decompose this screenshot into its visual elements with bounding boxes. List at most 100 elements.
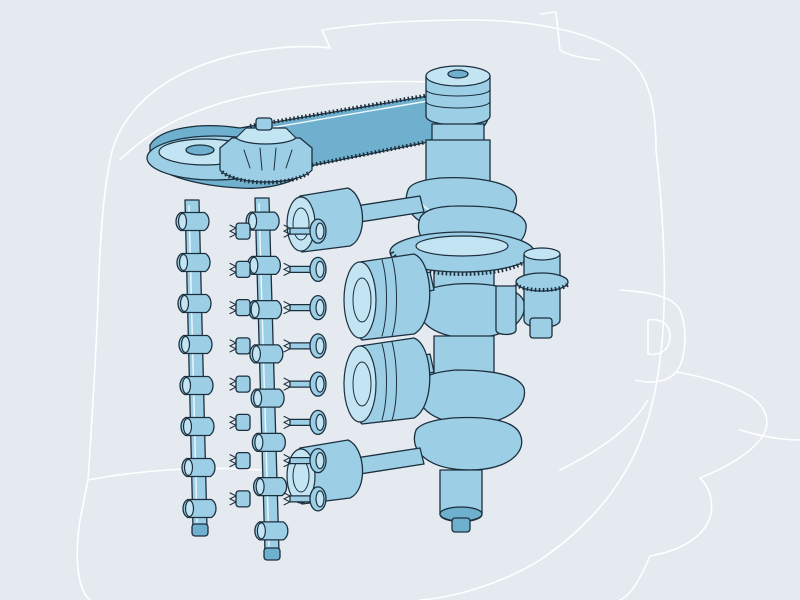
intake-cam-lobe-face (178, 253, 189, 272)
valve-retainer (235, 222, 251, 240)
intake-cam-lobe-face (182, 417, 193, 436)
intake-camshaft (175, 199, 217, 537)
cam-gear-spokes (243, 147, 293, 171)
cam-timing-gear-teeth (220, 170, 312, 185)
valve-spring (282, 339, 292, 353)
auxiliary-shaft-foot (529, 317, 553, 339)
intake-cam-lobe-face (177, 212, 188, 231)
intake-cam-end-journal (191, 523, 209, 537)
valve-stem (289, 265, 313, 274)
valve-spring (282, 415, 292, 429)
crank-counterweight-4 (417, 369, 526, 425)
piston-2-crown-ring (352, 277, 372, 323)
piston-1-crown (286, 196, 316, 252)
cowling-right-side (419, 149, 666, 600)
piston-3-ring-grooves (381, 341, 397, 421)
transom-edge (739, 429, 800, 441)
valve-head-face (315, 490, 325, 508)
valve-stem (289, 227, 313, 235)
valve-retainer (235, 260, 251, 279)
valve-head-face (315, 413, 325, 431)
crank-pulley-ribs (425, 89, 491, 109)
exhaust-cam-lobe-face (249, 256, 259, 274)
valve-train (228, 218, 327, 512)
crankshaft (405, 139, 527, 533)
cam-gear-cap (235, 127, 297, 145)
piston-3-crown-ring (352, 361, 372, 407)
piston-3 (343, 337, 431, 425)
piston-2 (343, 253, 431, 341)
exhaust-cam-end-journal (263, 547, 281, 561)
exhaust-cam-lobe-face (254, 433, 264, 451)
intake-cam-lobe-face (184, 499, 195, 518)
valve-spring (228, 415, 238, 429)
cowling-vent-lip (539, 11, 601, 61)
valve-retainer (235, 337, 251, 355)
valve-spring (282, 454, 292, 468)
cam-pulley-assembly (146, 117, 313, 185)
auxiliary-shaft-cap (523, 247, 561, 261)
piston-2-crown (343, 261, 377, 339)
pistons (286, 187, 431, 505)
timing-belt-teeth-upper (249, 93, 431, 128)
engine-cowling-outline (76, 45, 331, 600)
cowling-rear-edge (619, 289, 686, 383)
cowling-top-contour (321, 19, 657, 151)
timing-belt-highlight (257, 100, 429, 131)
valve-spring (228, 301, 238, 315)
lower-unit-bracket (675, 371, 768, 479)
valve-head-face (315, 337, 325, 355)
crankshaft-spline (451, 517, 471, 533)
valve-stem (289, 456, 313, 465)
valve-spring (228, 492, 238, 506)
crank-pulley-nut (447, 69, 469, 79)
valve-stem (289, 418, 313, 427)
valve-spring (228, 454, 238, 468)
crank-counterweight-5 (413, 416, 523, 471)
lower-unit-clamp (619, 477, 713, 600)
valve-retainer (235, 451, 251, 470)
valve-head-face (315, 299, 325, 317)
lower-pan-line (87, 467, 261, 481)
valve-spring (282, 377, 292, 391)
valve-stem (289, 342, 313, 350)
exhaust-camshaft (245, 197, 289, 561)
auxiliary-gear (515, 272, 569, 292)
intake-cam-lobe-face (181, 376, 192, 395)
valve-spring (282, 301, 292, 315)
drive-ring-gear-face (415, 235, 509, 257)
valve-spring (228, 224, 238, 238)
exhaust-cam-lobe-face (251, 345, 261, 363)
valve-stem (289, 380, 313, 388)
cam-gear-bolt (255, 117, 273, 131)
valve-head-face (315, 260, 325, 278)
outboard-housing-outline (76, 11, 800, 600)
valve-stem (289, 495, 313, 503)
valve-spring (282, 262, 292, 276)
drive-ring-gear-teeth (390, 250, 536, 277)
exhaust-cam-lobe-face (253, 389, 263, 407)
valve-spring (228, 262, 238, 276)
cowling-latch (647, 318, 671, 356)
piston-1-crown-ring (292, 207, 310, 241)
intake-cam-lobe-face (180, 335, 191, 354)
valve-stem (289, 303, 313, 312)
exhaust-cam-lobe-face (248, 212, 258, 230)
valve-retainer (235, 298, 251, 317)
valve-retainer (235, 375, 251, 393)
oil-pump-gear-set (389, 231, 570, 339)
valve-spring (228, 339, 238, 353)
valve-head-face (315, 452, 325, 470)
cowling-inner-rim (119, 80, 431, 161)
lower-cowl-seam (559, 399, 649, 471)
exhaust-cam-lobe-face (256, 522, 266, 540)
exhaust-cam-lobe-face (255, 478, 265, 496)
valve-spring (228, 377, 238, 391)
valve-retainer (235, 490, 251, 508)
piston-2-ring-grooves (381, 257, 397, 337)
piston-3-crown (343, 345, 377, 423)
exhaust-cam-lobe-face (250, 301, 260, 319)
piston-1 (286, 187, 364, 253)
